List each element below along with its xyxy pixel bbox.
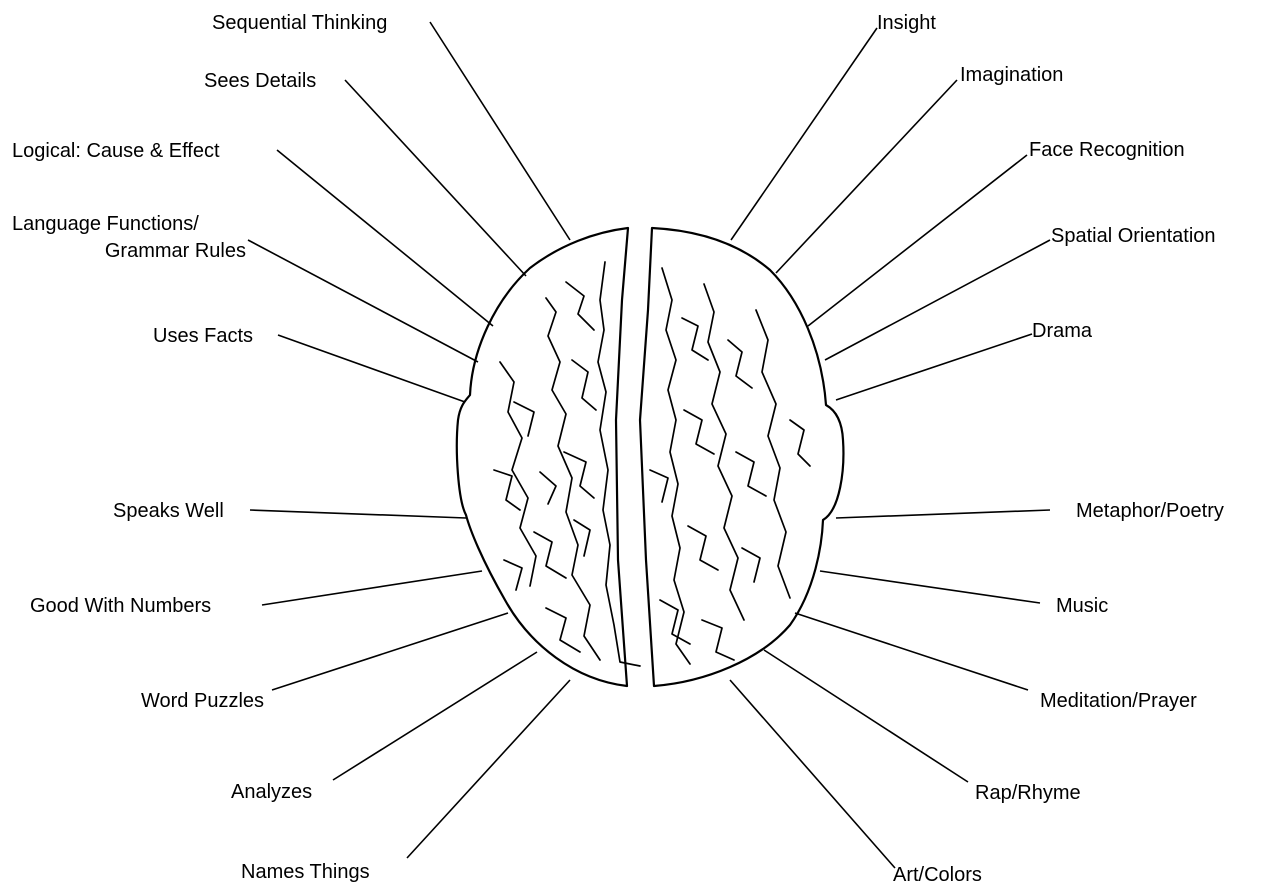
- label-names-things: Names Things: [241, 861, 370, 883]
- leader-names-things: [406, 679, 571, 859]
- leader-word-puzzles: [271, 612, 509, 691]
- label-art-colors: Art/Colors: [893, 864, 982, 886]
- left-hemisphere-folds: [493, 261, 641, 667]
- right-hemisphere: [638, 226, 845, 688]
- label-language-functions: Language Functions/: [12, 213, 199, 235]
- leader-sees-details: [344, 79, 527, 277]
- label-good-with-numbers: Good With Numbers: [30, 595, 211, 617]
- leader-uses-facts: [277, 334, 466, 403]
- leader-speaks-well: [249, 509, 467, 519]
- label-metaphor-poetry: Metaphor/Poetry: [1076, 500, 1224, 522]
- left-labels: Sequential Thinking Sees Details Logical…: [12, 12, 387, 883]
- label-imagination: Imagination: [960, 64, 1063, 86]
- leader-imagination: [775, 79, 958, 274]
- label-music: Music: [1056, 595, 1108, 617]
- label-sees-details: Sees Details: [204, 70, 316, 92]
- leader-face-recognition: [807, 154, 1028, 327]
- leader-rap-rhyme: [763, 649, 969, 783]
- left-hemisphere: [455, 226, 630, 688]
- leader-logical-cause-effect: [276, 149, 494, 327]
- leader-spatial-orientation: [824, 239, 1051, 361]
- leader-meditation-prayer: [794, 612, 1029, 691]
- label-uses-facts: Uses Facts: [153, 325, 253, 347]
- leader-music: [819, 570, 1041, 604]
- right-hemisphere-folds: [649, 267, 811, 665]
- leader-drama: [835, 333, 1033, 401]
- label-spatial-orientation: Spatial Orientation: [1051, 225, 1216, 247]
- leader-language-functions: [247, 239, 479, 363]
- left-leader-lines: [247, 21, 571, 859]
- label-analyzes: Analyzes: [231, 781, 312, 803]
- label-sequential-thinking: Sequential Thinking: [212, 12, 387, 34]
- label-meditation-prayer: Meditation/Prayer: [1040, 690, 1197, 712]
- leader-art-colors: [729, 679, 896, 869]
- right-leader-lines: [729, 27, 1051, 869]
- label-face-recognition: Face Recognition: [1029, 139, 1185, 161]
- brain-illustration: [455, 226, 845, 688]
- leader-good-with-numbers: [261, 570, 483, 606]
- leader-insight: [730, 27, 878, 241]
- label-grammar-rules: Grammar Rules: [105, 240, 246, 262]
- leader-sequential-thinking: [429, 21, 571, 241]
- label-rap-rhyme: Rap/Rhyme: [975, 782, 1081, 804]
- label-speaks-well: Speaks Well: [113, 500, 224, 522]
- label-logical-cause-effect: Logical: Cause & Effect: [12, 140, 220, 162]
- leader-analyzes: [332, 651, 538, 781]
- leader-metaphor-poetry: [835, 509, 1051, 519]
- right-labels: Insight Imagination Face Recognition Spa…: [877, 12, 1224, 886]
- label-insight: Insight: [877, 12, 936, 34]
- label-drama: Drama: [1032, 320, 1093, 342]
- label-word-puzzles: Word Puzzles: [141, 690, 264, 712]
